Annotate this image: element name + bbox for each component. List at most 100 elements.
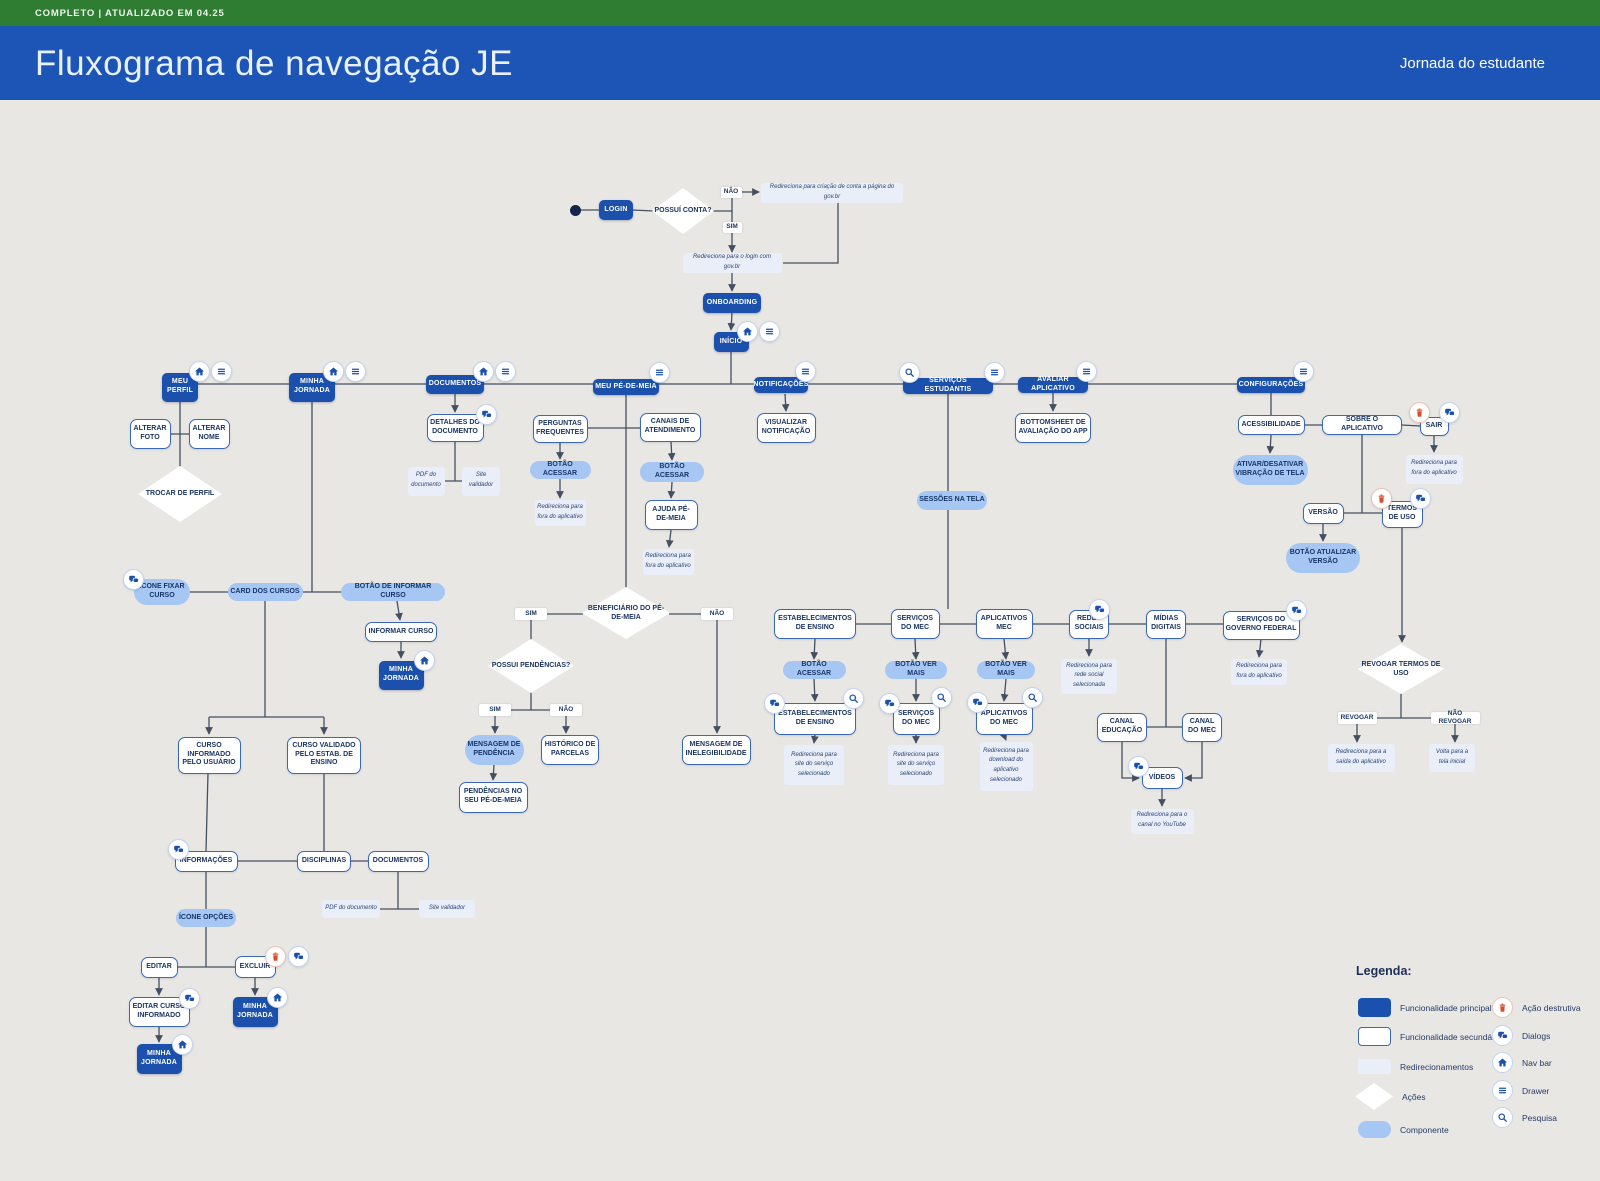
- status-text: COMPLETO | ATUALIZADO EM 04.25: [35, 7, 225, 19]
- lbl-nao-conta: NÃO: [720, 186, 742, 198]
- legend-label: Ação destrutiva: [1522, 1002, 1581, 1013]
- possui-conta: POSSUÍ CONTA?: [652, 188, 714, 234]
- dialog-icon: [1438, 401, 1460, 423]
- home-icon: [266, 986, 288, 1008]
- lbl-nao-pend: NÃO: [550, 704, 582, 716]
- sessoes-na-tela: SESSÕES NA TELA: [917, 490, 987, 510]
- dialog-icon: [122, 568, 144, 590]
- acessibilidade: ACESSIBILIDADE: [1237, 415, 1305, 435]
- home-icon: [171, 1033, 193, 1055]
- midias-digitais: MÍDIAS DIGITAIS: [1146, 609, 1186, 639]
- avaliar-nav: AVALIAR APLICATIVO: [1018, 376, 1088, 393]
- drawer-icon: [344, 360, 366, 382]
- legend-item-dialogs: Dialogs: [1492, 1025, 1550, 1046]
- servicos-nav: SERVIÇOS ESTUDANTIS: [903, 377, 993, 394]
- status-bar: COMPLETO | ATUALIZADO EM 04.25: [0, 0, 1600, 26]
- btn-atualizar-ver: BOTÃO ATUALIZAR VERSÃO: [1286, 543, 1360, 573]
- redir-pdf-doc: PDF do documento: [407, 466, 445, 496]
- home-icon: [188, 360, 210, 382]
- redir-fora-faq: Redireciona para fora do aplicativo: [534, 500, 586, 526]
- page-subtitle: Jornada do estudante: [1399, 55, 1545, 72]
- historico-parcelas: HISTÓRICO DE PARCELAS: [541, 735, 599, 765]
- legend-label: Funcionalidade principal: [1400, 1002, 1492, 1013]
- legend-label: Drawer: [1522, 1085, 1550, 1096]
- legend-item-navbar: Nav bar: [1492, 1052, 1552, 1073]
- pendencias-pdm: PENDÊNCIAS NO SEU PÉ-DE-MEIA: [458, 781, 528, 813]
- home-icon: [413, 649, 435, 671]
- drawer-icon: [758, 320, 780, 342]
- redir-saida-app: Redireciona para a saída do aplicativo: [1327, 744, 1395, 772]
- curso-validado: CURSO VALIDADO PELO ESTAB. DE ENSINO: [287, 736, 361, 774]
- legend-swatch-component: [1358, 1121, 1391, 1138]
- lbl-sim-conta: SIM: [722, 221, 742, 233]
- redir-volta-inicio: Volta para a tela inicial: [1429, 744, 1475, 772]
- legend-item-acoes: Ações: [1355, 1083, 1426, 1110]
- page-title: Fluxograma de navegação JE: [35, 44, 513, 83]
- legend-item-secundaria: Funcionalidade secundária: [1358, 1027, 1502, 1046]
- lbl-nao-revogar: NÃO REVOGAR: [1430, 710, 1480, 725]
- redir-criacao: Redireciona para criação de conta a pági…: [761, 183, 903, 203]
- legend-label: Redirecionamentos: [1400, 1061, 1474, 1072]
- legend-label: Pesquisa: [1522, 1112, 1557, 1123]
- visualizar-notif: VISUALIZAR NOTIFICAÇÃO: [756, 413, 816, 443]
- bottomsheet-aval: BOTTOMSHEET DE AVALIAÇÃO DO APP: [1015, 413, 1091, 443]
- destructive-icon: [264, 945, 286, 967]
- possui-pendencias-label: POSSUI PENDÊNCIAS?: [491, 662, 571, 670]
- btn-vermais-mec: BOTÃO VER MAIS: [885, 661, 947, 679]
- trocar-perfil: TROCAR DE PERFIL: [138, 466, 222, 522]
- legend-label: Dialogs: [1522, 1030, 1551, 1041]
- canais-atend: CANAIS DE ATENDIMENTO: [639, 412, 701, 442]
- redir-fora-sair: Redireciona para fora do aplicativo: [1405, 454, 1463, 484]
- alterar-foto: ALTERAR FOTO: [129, 419, 171, 449]
- drawer-icon: [1492, 1080, 1513, 1101]
- card-dos-cursos: CARD DOS CURSOS: [227, 583, 303, 601]
- drawer-icon: [983, 361, 1005, 383]
- redir-site-estab: Redireciona para site do serviço selecio…: [784, 745, 844, 785]
- curso-informado: CURSO INFORMADO PELO USUÁRIO: [177, 736, 241, 774]
- dialog-icon: [167, 838, 189, 860]
- dialog-icon: [178, 987, 200, 1009]
- trocar-perfil-label: TROCAR DE PERFIL: [145, 490, 215, 498]
- redir-fora-govfed: Redireciona para fora do aplicativo: [1231, 659, 1287, 685]
- home-icon: [736, 320, 758, 342]
- btn-informar-curso: BOTÃO DE INFORMAR CURSO: [341, 583, 445, 601]
- legend-item-redirecionamentos: Redirecionamentos: [1358, 1059, 1473, 1074]
- disciplinas: DISCIPLINAS: [297, 850, 351, 872]
- destructive-icon: [1408, 401, 1430, 423]
- dialog-icon: [966, 691, 988, 713]
- drawer-icon: [494, 360, 516, 382]
- legend-label: Componente: [1400, 1124, 1449, 1135]
- beneficiario-pdm-label: BENEFICIÁRIO DO PÉ-DE-MEIA: [587, 604, 665, 621]
- dialog-icon: [763, 692, 785, 714]
- drawer-icon: [210, 360, 232, 382]
- drawer-icon: [1292, 360, 1314, 382]
- icone-opcoes: ÍCONE OPÇÕES: [176, 909, 236, 927]
- start-dot: [569, 204, 581, 216]
- meu-pe-de-meia-nav: MEU PÉ-DE-MEIA: [593, 379, 659, 395]
- redir-pdf-curso: PDF do documento: [322, 900, 380, 918]
- onboarding: ONBOARDING: [703, 293, 761, 313]
- aplicativos-mec-1: APLICATIVOS MEC: [975, 609, 1033, 639]
- search-icon: [930, 686, 952, 708]
- home-icon: [1492, 1052, 1513, 1073]
- legend-item-componente: Componente: [1358, 1121, 1449, 1138]
- dialog-icon: [878, 692, 900, 714]
- msg-inelegibilidade: MENSAGEM DE INELEGIBILIDADE: [681, 735, 751, 765]
- sobre-o-aplicativo: SOBRE O APLICATIVO: [1322, 415, 1402, 435]
- msg-pendencia: MENSAGEM DE PENDÊNCIA: [464, 735, 524, 765]
- dialog-icon: [1285, 599, 1307, 621]
- redir-youtube: Redireciona para o canal no YouTube: [1130, 808, 1194, 834]
- legend-title: Legenda:: [1356, 964, 1412, 978]
- legend-item-acao-destrutiva: Ação destrutiva: [1492, 997, 1581, 1018]
- videos: VÍDEOS: [1141, 767, 1183, 789]
- canal-educacao: CANAL EDUCAÇÃO: [1097, 712, 1147, 742]
- possui-conta-label: POSSUÍ CONTA?: [654, 207, 712, 215]
- redir-rede-social: Redireciona para rede social selecionada: [1061, 658, 1117, 694]
- lbl-nao-benef: NÃO: [701, 608, 733, 620]
- legend-item-principal: Funcionalidade principal: [1358, 998, 1492, 1017]
- lbl-sim-pend: SIM: [479, 704, 511, 716]
- home-icon: [472, 360, 494, 382]
- redir-login-gov: Redireciona para o login com gov.br: [682, 253, 782, 273]
- excluir: EXCLUIR: [234, 956, 276, 978]
- estab-ensino-2: ESTABELECIMENTOS DE ENSINO: [774, 703, 856, 735]
